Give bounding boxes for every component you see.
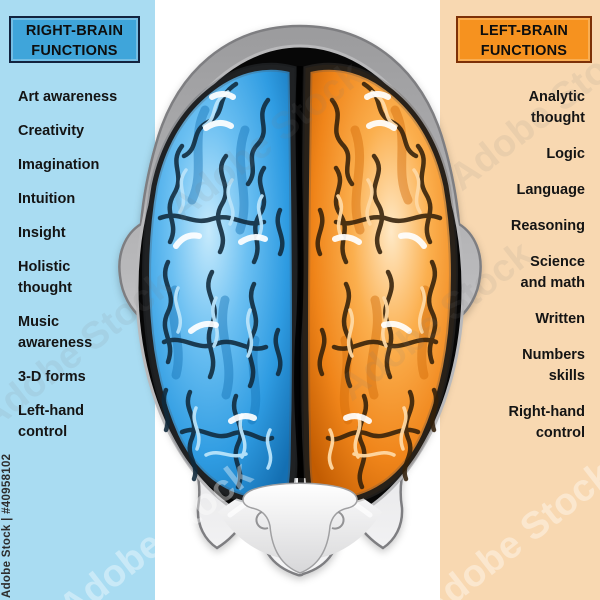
list-item: Language [516, 182, 585, 198]
list-item: Holistic thought [18, 259, 72, 296]
right-brain-header: RIGHT-BRAIN FUNCTIONS [9, 16, 140, 63]
list-item: Right-hand control [508, 404, 585, 441]
list-item: Analytic thought [528, 89, 585, 126]
list-item: Imagination [18, 157, 100, 173]
right-brain-function-list: Art awareness Creativity Imagination Int… [18, 87, 144, 456]
nostril-left [255, 511, 269, 530]
list-item: Written [535, 311, 585, 327]
list-item: Art awareness [18, 89, 118, 105]
list-item: Science and math [520, 254, 585, 291]
list-item: 3-D forms [18, 369, 86, 385]
list-item: Left-hand control [18, 403, 85, 440]
list-item: Reasoning [510, 218, 585, 234]
nose [242, 482, 358, 574]
list-item: Music awareness [18, 314, 93, 351]
list-item: Creativity [18, 123, 85, 139]
list-item: Insight [18, 225, 66, 241]
list-item: Numbers skills [522, 347, 585, 384]
stock-id-label: Adobe Stock | #40958102 [1, 453, 13, 598]
nostril-right [331, 511, 345, 530]
brain-fissure [294, 65, 304, 501]
list-item: Intuition [18, 191, 76, 207]
left-brain-header: LEFT-BRAIN FUNCTIONS [456, 16, 592, 63]
left-brain-function-list: Analytic thought Logic Language Reasonin… [443, 87, 585, 459]
list-item: Logic [546, 146, 585, 162]
